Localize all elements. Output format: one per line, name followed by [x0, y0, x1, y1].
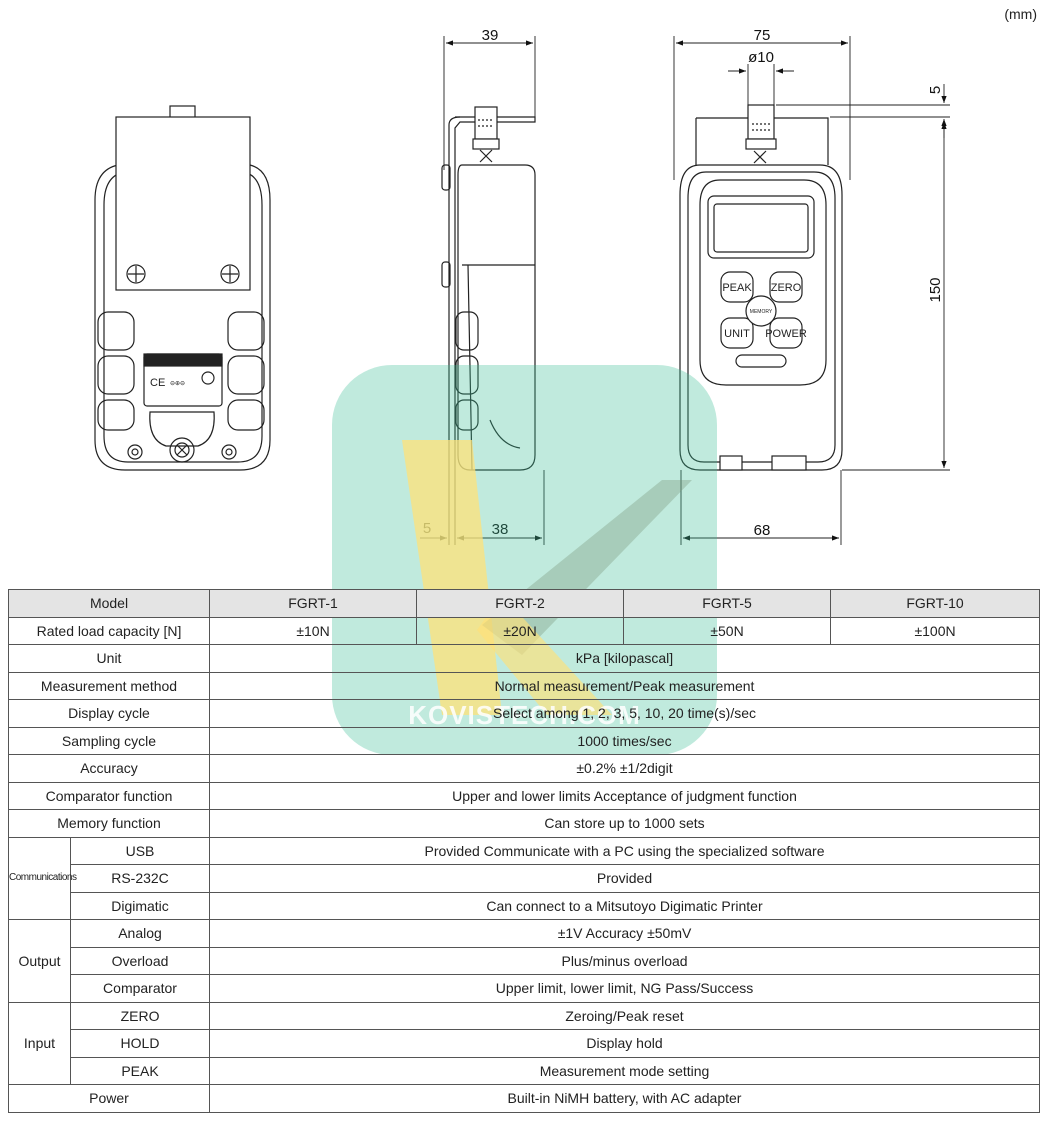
capacity-cell: ±100N [830, 616, 1041, 645]
zero-key-label: ZERO [771, 282, 802, 294]
row-label: Overload [69, 946, 211, 975]
table-row: Sampling cycle 1000 times/sec [7, 726, 1041, 755]
table-row: Digimatic Can connect to a Mitsutoyo Dig… [9, 891, 1041, 920]
row-label: PEAK [69, 1056, 211, 1085]
group-label-output: Output [8, 919, 71, 1003]
capacity-cell: ±50N [623, 616, 832, 645]
dim-connector-height: 5 [927, 86, 944, 94]
unit-key-label: UNIT [724, 328, 750, 340]
group-label-communications: Communications [8, 836, 77, 920]
row-label: Measurement method [7, 671, 211, 700]
model-label: Model [7, 589, 211, 618]
row-label: Display cycle [7, 699, 211, 728]
row-value: Built-in NiMH battery, with AC adapter [209, 1084, 1041, 1113]
capacity-cell: ±20N [416, 616, 625, 645]
row-label: Accuracy [7, 754, 211, 783]
table-row: Comparator Upper limit, lower limit, NG … [9, 974, 1041, 1003]
row-value: kPa [kilopascal] [209, 644, 1041, 673]
dimension-lines [420, 36, 950, 545]
svg-text:⊖⊕⊖: ⊖⊕⊖ [170, 381, 185, 387]
table-row: Comparator function Upper and lower limi… [7, 781, 1041, 810]
dim-side-depth: 39 [482, 27, 499, 44]
capacity-cell: ±10N [209, 616, 418, 645]
dim-bottom-width: 68 [754, 522, 771, 539]
row-label: ZERO [69, 1001, 211, 1030]
row-label: Comparator function [7, 781, 211, 810]
table-row: Accuracy ±0.2% ±1/2digit [7, 754, 1041, 783]
table-row: HOLD Display hold [9, 1029, 1041, 1058]
row-label: RS-232C [69, 864, 211, 893]
group-label-input: Input [8, 1001, 71, 1085]
table-row: Input ZERO Zeroing/Peak reset [8, 1001, 1041, 1085]
row-value: Provided Communicate with a PC using the… [209, 836, 1041, 865]
model-cell: FGRT-5 [623, 589, 832, 618]
model-cell: FGRT-2 [416, 589, 625, 618]
row-label: Sampling cycle [7, 726, 211, 755]
table-row: Output Analog ±1V Accuracy ±50mV [8, 919, 1041, 1003]
row-label: Analog [69, 919, 211, 948]
svg-text:CE: CE [150, 377, 165, 389]
peak-key-label: PEAK [722, 282, 752, 294]
row-value: Can store up to 1000 sets [209, 809, 1041, 838]
front-view-drawing [679, 104, 843, 471]
row-label: Unit [7, 644, 211, 673]
row-value: Upper limit, lower limit, NG Pass/Succes… [209, 974, 1041, 1003]
dim-body-height: 150 [927, 277, 944, 302]
power-key-label: POWER [765, 328, 807, 340]
row-value: Upper and lower limits Acceptance of jud… [209, 781, 1041, 810]
row-value: Zeroing/Peak reset [209, 1001, 1041, 1030]
row-value: Select among 1, 2, 3, 5, 10, 20 time(s)/… [209, 699, 1041, 728]
table-row: Measurement method Normal measurement/Pe… [7, 671, 1041, 700]
row-value: Provided [209, 864, 1041, 893]
row-label: USB [69, 836, 211, 865]
row-label: Digimatic [69, 891, 211, 920]
row-value: Display hold [209, 1029, 1041, 1058]
table-row: RS-232C Provided [9, 864, 1041, 893]
front-panel-labels: PEAK ZERO UNIT POWER MEMORY [722, 282, 807, 340]
model-row: Model FGRT-1 FGRT-2 FGRT-5 FGRT-10 [7, 589, 1041, 618]
table-row: Communications USB Provided Communicate … [8, 836, 1041, 920]
table-row: PEAK Measurement mode setting [9, 1056, 1041, 1085]
row-value: Measurement mode setting [209, 1056, 1041, 1085]
row-value: Plus/minus overload [209, 946, 1041, 975]
table-row: Unit kPa [kilopascal] [7, 644, 1041, 673]
table-row: Display cycle Select among 1, 2, 3, 5, 1… [7, 699, 1041, 728]
back-view-drawing: CE ⊖⊕⊖ [94, 105, 271, 471]
capacity-row: Rated load capacity [N] ±10N ±20N ±50N ±… [7, 616, 1041, 645]
memory-key-label: MEMORY [750, 309, 773, 315]
row-label: Memory function [7, 809, 211, 838]
row-value: Can connect to a Mitsutoyo Digimatic Pri… [209, 891, 1041, 920]
table-row: Power Built-in NiMH battery, with AC ada… [7, 1084, 1041, 1113]
row-value: ±0.2% ±1/2digit [209, 754, 1041, 783]
row-label: Power [7, 1084, 211, 1113]
unit-note: (mm) [1004, 6, 1037, 22]
capacity-label: Rated load capacity [N] [7, 616, 211, 645]
table-row: Overload Plus/minus overload [9, 946, 1041, 975]
model-cell: FGRT-1 [209, 589, 418, 618]
row-value: ±1V Accuracy ±50mV [209, 919, 1041, 948]
model-cell: FGRT-10 [830, 589, 1041, 618]
dim-connector-diameter: ø10 [748, 49, 774, 66]
spec-table: Model FGRT-1 FGRT-2 FGRT-5 FGRT-10 Rated… [7, 589, 1041, 1113]
row-value: 1000 times/sec [209, 726, 1041, 755]
table-row: Memory function Can store up to 1000 set… [7, 809, 1041, 838]
row-label: HOLD [69, 1029, 211, 1058]
dim-front-width: 75 [754, 27, 771, 44]
row-value: Normal measurement/Peak measurement [209, 671, 1041, 700]
dim-side-body: 38 [492, 521, 509, 538]
row-label: Comparator [69, 974, 211, 1003]
